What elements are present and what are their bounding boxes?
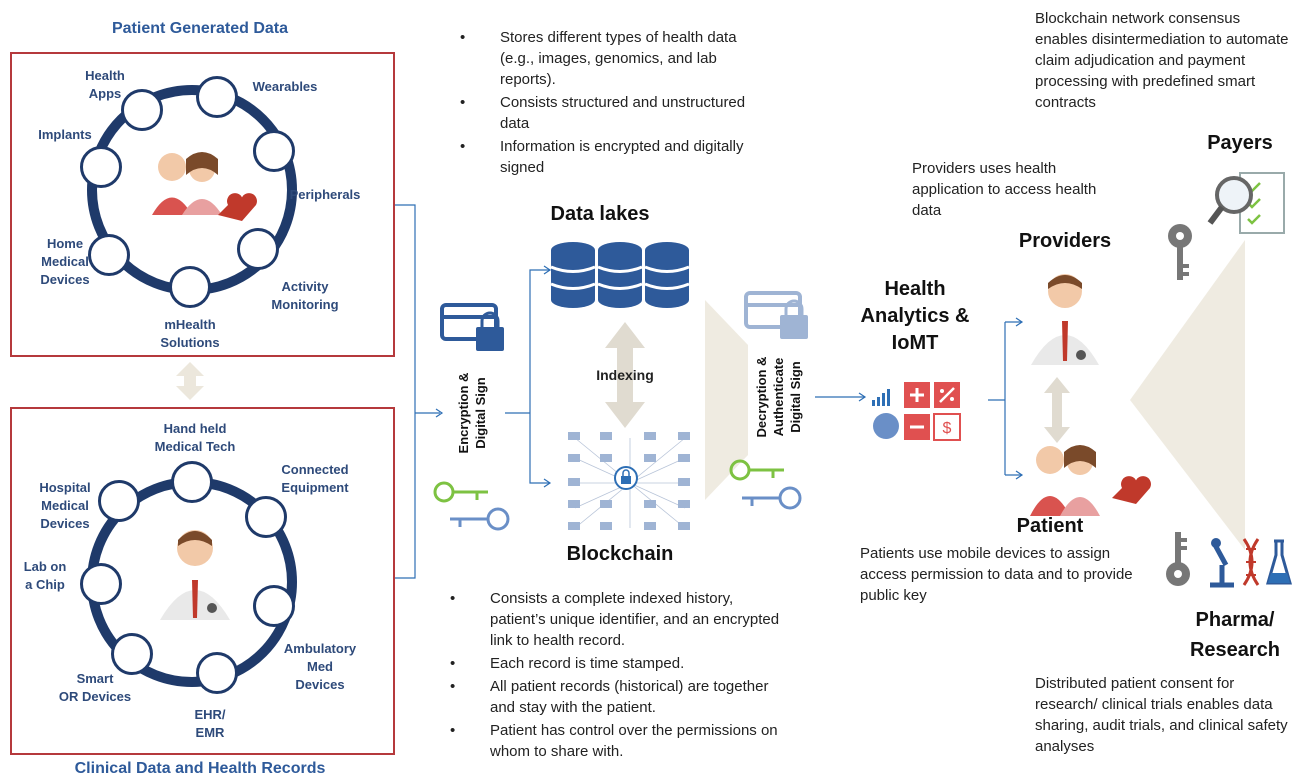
key-blue-icon xyxy=(450,507,510,531)
payers-key-icon xyxy=(1168,224,1192,280)
lab-chip-icon xyxy=(80,563,122,605)
data-lakes-title: Data lakes xyxy=(550,203,650,225)
patient-generated-box xyxy=(10,52,395,357)
label-activity: Activity Monitoring xyxy=(271,279,339,312)
handheld-icon xyxy=(171,461,213,503)
vertical-double-arrow xyxy=(176,362,204,400)
encryption-label: Encryption & Digital Sign xyxy=(456,372,488,454)
clinical-title: Clinical Data and Health Records xyxy=(74,760,326,777)
connected-equipment-icon xyxy=(245,496,287,538)
ambulatory-icon xyxy=(253,585,295,627)
label-peripherals: Peripherals xyxy=(289,187,361,202)
label-smart-or: Smart OR Devices xyxy=(58,671,132,704)
providers-desc: Providers uses health application to acc… xyxy=(912,160,1097,219)
bullet: Patient has control over the permissions… xyxy=(450,720,790,762)
blockchain-title: Blockchain xyxy=(566,543,674,565)
patient-title: Patient xyxy=(1016,515,1084,537)
label-hospital: Hospital Medical Devices xyxy=(39,480,91,531)
bullet: Information is encrypted and digitally s… xyxy=(460,136,760,178)
decryption-key-green-icon xyxy=(729,459,784,481)
decryption-card-icon xyxy=(744,291,808,339)
label-mhealth: mHealth Solutions xyxy=(160,317,220,350)
providers-title: Providers xyxy=(1018,230,1112,252)
blockchain-network-icon xyxy=(568,432,690,530)
label-home-medical: Home Medical Devices xyxy=(40,236,90,287)
label-ehr: EHR/ EMR xyxy=(194,707,226,740)
pharma-title: Pharma/ Research xyxy=(1189,609,1281,661)
data-lakes-bullets: Stores different types of health data (e… xyxy=(460,27,760,180)
peripherals-icon xyxy=(253,130,295,172)
smart-or-icon xyxy=(111,633,153,675)
label-connected: Connected Equipment xyxy=(281,462,349,495)
clinical-box xyxy=(10,407,395,755)
encryption-card-icon xyxy=(440,303,504,351)
providers-patient-arrow xyxy=(1044,377,1070,443)
payers-desc: Blockchain network consensus enables dis… xyxy=(1035,10,1289,111)
health-apps-icon xyxy=(121,89,163,131)
indexing-label: Indexing xyxy=(596,367,654,383)
wearables-icon xyxy=(196,76,238,118)
patient-generated-title: Patient Generated Data xyxy=(111,20,289,37)
payers-title: Payers xyxy=(1207,132,1273,154)
label-ambulatory: Ambulatory Med Devices xyxy=(283,641,357,692)
decryption-label: Decryption & Authenticate Digital Sign xyxy=(754,356,803,438)
label-implants: Implants xyxy=(38,127,92,142)
bullet: Stores different types of health data (e… xyxy=(460,27,760,90)
label-handheld: Hand held Medical Tech xyxy=(154,421,236,454)
patient-avatar-icon xyxy=(152,152,257,221)
indexing-arrow xyxy=(605,322,645,428)
label-lab-chip: Lab on a Chip xyxy=(23,559,67,592)
pharma-key-icon xyxy=(1166,532,1190,586)
analytics-title: Health Analytics & IoMT xyxy=(860,278,970,354)
analytics-icon: $ xyxy=(872,382,961,441)
mhealth-icon xyxy=(169,266,211,308)
hospital-devices-icon xyxy=(98,480,140,522)
provider-avatar-icon xyxy=(1031,274,1099,365)
activity-icon xyxy=(237,228,279,270)
label-health-apps: Health Apps xyxy=(85,68,125,101)
bullet: All patient records (historical) are tog… xyxy=(450,676,790,718)
label-wearables: Wearables xyxy=(252,79,318,94)
home-medical-icon xyxy=(88,234,130,276)
decryption-key-blue-icon xyxy=(742,486,802,510)
implants-icon xyxy=(80,146,122,188)
pharma-lab-icon xyxy=(1210,538,1292,588)
ehr-icon xyxy=(196,652,238,694)
bullet: Consists structured and unstructured dat… xyxy=(460,92,760,134)
database-icon xyxy=(550,242,690,308)
patient-right-avatar-icon xyxy=(1030,445,1151,516)
patient-desc: Patients use mobile devices to assign ac… xyxy=(860,545,1133,604)
bullet: Each record is time stamped. xyxy=(450,653,790,674)
bullet: Consists a complete indexed history, pat… xyxy=(450,588,790,651)
blockchain-bullets: Consists a complete indexed history, pat… xyxy=(450,588,790,764)
key-green-icon xyxy=(433,481,488,503)
payers-magnifier-icon xyxy=(1207,172,1285,234)
doctor-avatar-icon xyxy=(160,530,230,620)
svg-text:$: $ xyxy=(943,420,952,437)
pharma-desc: Distributed patient consent for research… xyxy=(1035,675,1288,755)
